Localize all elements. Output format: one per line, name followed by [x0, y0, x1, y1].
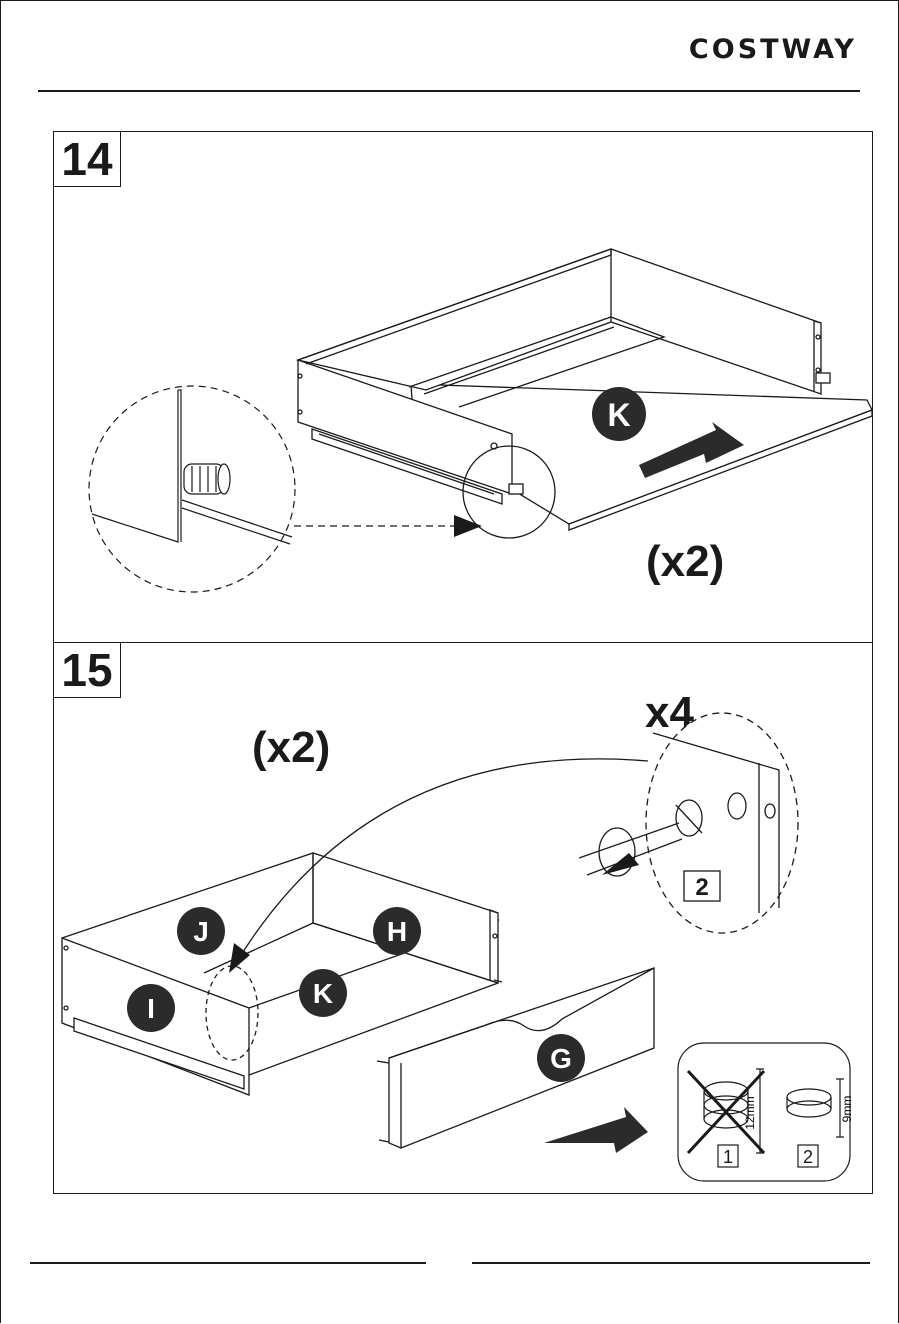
- right-size-label: 9mm: [840, 1096, 854, 1123]
- footer-divider-left: [30, 1262, 426, 1264]
- drawer-assembly-illustration: K: [54, 132, 872, 642]
- step-15-panel: 15 (x2) x4: [53, 642, 873, 1194]
- drawer-front-illustration: 2 J H I K G 1: [54, 643, 872, 1193]
- brand-logo: COSTWAY: [689, 34, 857, 65]
- part-label-k: K: [607, 397, 630, 433]
- header-divider: [38, 90, 860, 92]
- cam-label: 2: [695, 874, 708, 901]
- footer-divider-right: [472, 1262, 870, 1264]
- step-14-panel: 14 (x2): [53, 131, 873, 643]
- part-label-g: G: [550, 1043, 572, 1074]
- part-label-k: K: [313, 978, 333, 1009]
- cam-detail: [646, 713, 798, 933]
- part-label-h: H: [387, 916, 407, 947]
- wrong-size-label: 12mm: [743, 1096, 757, 1129]
- pointer-arrow: [454, 515, 482, 537]
- inset-wrong-label: 1: [723, 1147, 733, 1167]
- part-label-j: J: [193, 916, 209, 947]
- push-arrow: [544, 1107, 648, 1153]
- rotate-arrow: [602, 853, 639, 875]
- part-label-i: I: [147, 993, 155, 1024]
- inset-right-label: 2: [803, 1147, 813, 1167]
